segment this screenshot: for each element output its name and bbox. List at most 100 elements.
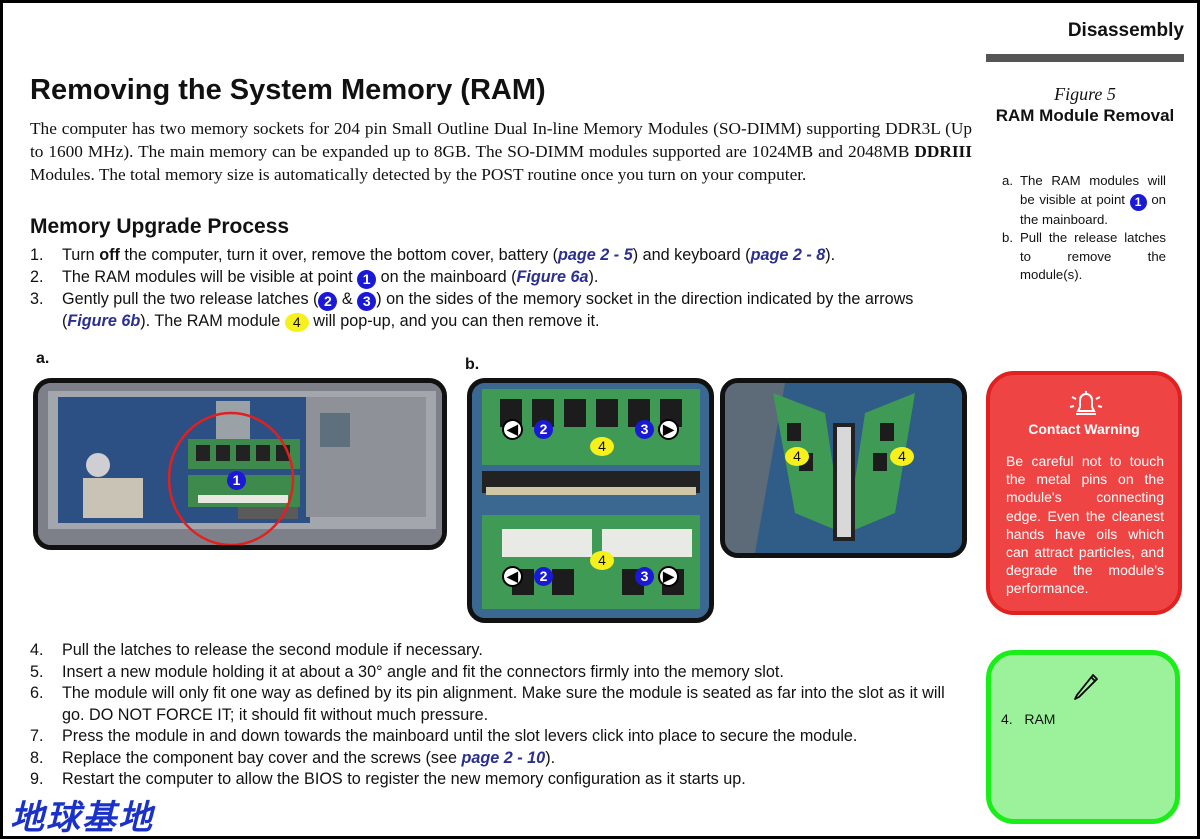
note-box: 4. RAM xyxy=(986,650,1180,824)
note-text: The RAM modules will be visible at point xyxy=(1020,173,1166,207)
figure-ref-link[interactable]: Figure 6b xyxy=(67,311,141,330)
step-number: 1. xyxy=(30,246,44,264)
step-number: 4. xyxy=(30,641,44,659)
figure-notes: a. The RAM modules will be visible at poi… xyxy=(1002,172,1166,285)
step-number: 5. xyxy=(30,662,44,681)
note-item: 4. RAM xyxy=(1001,711,1055,727)
point-marker-2: 2 xyxy=(318,291,338,311)
note-text: Pull the release latches to remove the m… xyxy=(1020,230,1166,282)
ram-popup-illustration xyxy=(725,383,962,553)
photo-marker-2: 2 xyxy=(534,567,553,586)
left-arrow-icon: ◀ xyxy=(502,566,523,587)
step-number: 3. xyxy=(30,289,44,308)
step-text: Insert a new module holding it at about … xyxy=(62,662,784,681)
note-number: a. xyxy=(1002,173,1013,188)
intro-text-1: The computer has two memory sockets for … xyxy=(30,119,972,161)
page-ref-link[interactable]: page 2 - 10 xyxy=(461,748,546,767)
photo-marker-3: 3 xyxy=(635,567,654,586)
step-text: Pull the latches to release the second m… xyxy=(62,641,483,659)
right-arrow-icon: ▶ xyxy=(658,566,679,587)
photo-ram-latches: ◀ 2 4 3 ▶ ◀ 2 4 3 ▶ xyxy=(467,378,714,623)
step-text: ). The RAM module xyxy=(140,311,285,330)
intro-bold: DDRIII xyxy=(914,142,972,161)
left-arrow-icon: ◀ xyxy=(502,419,523,440)
step-2: 2. The RAM modules will be visible at po… xyxy=(30,267,970,289)
step-text: The RAM modules will be visible at point xyxy=(62,267,358,286)
step-text: ). xyxy=(545,748,556,767)
step-text: Restart the computer to allow the BIOS t… xyxy=(62,770,746,788)
right-arrow-icon: ▶ xyxy=(658,419,679,440)
photo-marker-1: 1 xyxy=(227,471,246,490)
note-a: a. The RAM modules will be visible at poi… xyxy=(1002,172,1166,229)
header-rule xyxy=(986,54,1184,62)
step-text: Press the module in and down towards the… xyxy=(62,727,858,745)
figure-label-a: a. xyxy=(36,350,50,367)
note-text: RAM xyxy=(1024,711,1056,727)
point-marker-3: 3 xyxy=(357,291,377,311)
step-7: 7. Press the module in and down towards t… xyxy=(30,726,970,748)
pencil-icon xyxy=(1074,674,1098,700)
step-text: on the mainboard ( xyxy=(376,267,517,286)
intro-text-2: Modules. The total memory size is automa… xyxy=(30,165,807,184)
photo-marker-4: 4 xyxy=(890,447,914,466)
step-number: 9. xyxy=(30,770,44,788)
figure-label-b: b. xyxy=(465,356,480,373)
step-text: ). xyxy=(588,267,599,286)
step-9: 9. Restart the computer to allow the BIOS… xyxy=(30,769,970,791)
step-text: & xyxy=(337,289,358,308)
step-text: ) on the sides of the memory socket in t… xyxy=(62,289,914,330)
step-text: The module will only fit one way as defi… xyxy=(62,684,945,724)
step-bold: off xyxy=(99,246,120,264)
figure-caption: RAM Module Removal xyxy=(995,106,1175,125)
photo-marker-4: 4 xyxy=(590,551,614,570)
note-text: on the mainboard. xyxy=(1020,191,1166,227)
note-number: b. xyxy=(1002,230,1013,245)
figure-number: Figure 5 xyxy=(1054,84,1116,104)
photo-ram-popup: 4 4 xyxy=(720,378,967,558)
step-text: Turn xyxy=(62,246,100,264)
intro-paragraph: The computer has two memory sockets for … xyxy=(30,117,972,186)
step-8: 8. Replace the component bay cover and th… xyxy=(30,748,970,770)
step-3: 3. Gently pull the two release latches (… xyxy=(30,289,970,333)
point-marker-1: 1 xyxy=(1129,193,1147,211)
step-number: 2. xyxy=(30,267,44,286)
figure-caption-block: Figure 5 RAM Module Removal xyxy=(986,84,1184,127)
watermark-logo: 地球基地 xyxy=(10,799,154,837)
warning-text: Be careful not to touch the metal pins o… xyxy=(1006,453,1164,597)
point-marker-1: 1 xyxy=(357,269,377,289)
step-text: will pop-up, and you can then remove it. xyxy=(308,311,600,330)
point-marker-4: 4 xyxy=(284,312,309,332)
warning-bell-icon xyxy=(1069,391,1103,415)
figure-ref-link[interactable]: Figure 6a xyxy=(516,267,589,286)
steps-top: 1. Turn off the computer, turn it over, … xyxy=(30,245,970,332)
mainboard-illustration xyxy=(38,383,442,545)
step-number: 7. xyxy=(30,727,44,745)
photo-marker-4: 4 xyxy=(590,437,614,456)
contact-warning-box: Contact Warning Be careful not to touch … xyxy=(986,371,1182,615)
step-number: 6. xyxy=(30,684,44,702)
page-title: Removing the System Memory (RAM) xyxy=(30,74,546,106)
step-4: 4. Pull the latches to release the second… xyxy=(30,640,970,662)
photo-marker-4: 4 xyxy=(785,447,809,466)
page-ref-link[interactable]: page 2 - 8 xyxy=(750,246,826,264)
step-number: 8. xyxy=(30,748,44,767)
steps-bottom: 4. Pull the latches to release the second… xyxy=(30,640,970,791)
step-text: ). xyxy=(825,246,836,264)
step-5: 5. Insert a new module holding it at abou… xyxy=(30,662,970,684)
section-header: Disassembly xyxy=(1067,20,1184,41)
step-text: Gently pull the two release latches ( xyxy=(62,289,319,308)
note-number: 4. xyxy=(1001,711,1013,727)
step-text: Replace the component bay cover and the … xyxy=(62,748,462,767)
step-1: 1. Turn off the computer, turn it over, … xyxy=(30,245,970,267)
step-text: the computer, turn it over, remove the b… xyxy=(119,246,559,264)
photo-mainboard-overview: 1 xyxy=(33,378,447,550)
section-subtitle: Memory Upgrade Process xyxy=(30,215,290,238)
photo-marker-3: 3 xyxy=(635,420,654,439)
warning-title: Contact Warning xyxy=(1028,421,1140,437)
note-b: b. Pull the release latches to remove the… xyxy=(1002,229,1166,285)
step-text: ) and keyboard ( xyxy=(632,246,751,264)
photo-marker-2: 2 xyxy=(534,420,553,439)
step-6: 6. The module will only fit one way as de… xyxy=(30,683,970,726)
page-ref-link[interactable]: page 2 - 5 xyxy=(558,246,633,264)
